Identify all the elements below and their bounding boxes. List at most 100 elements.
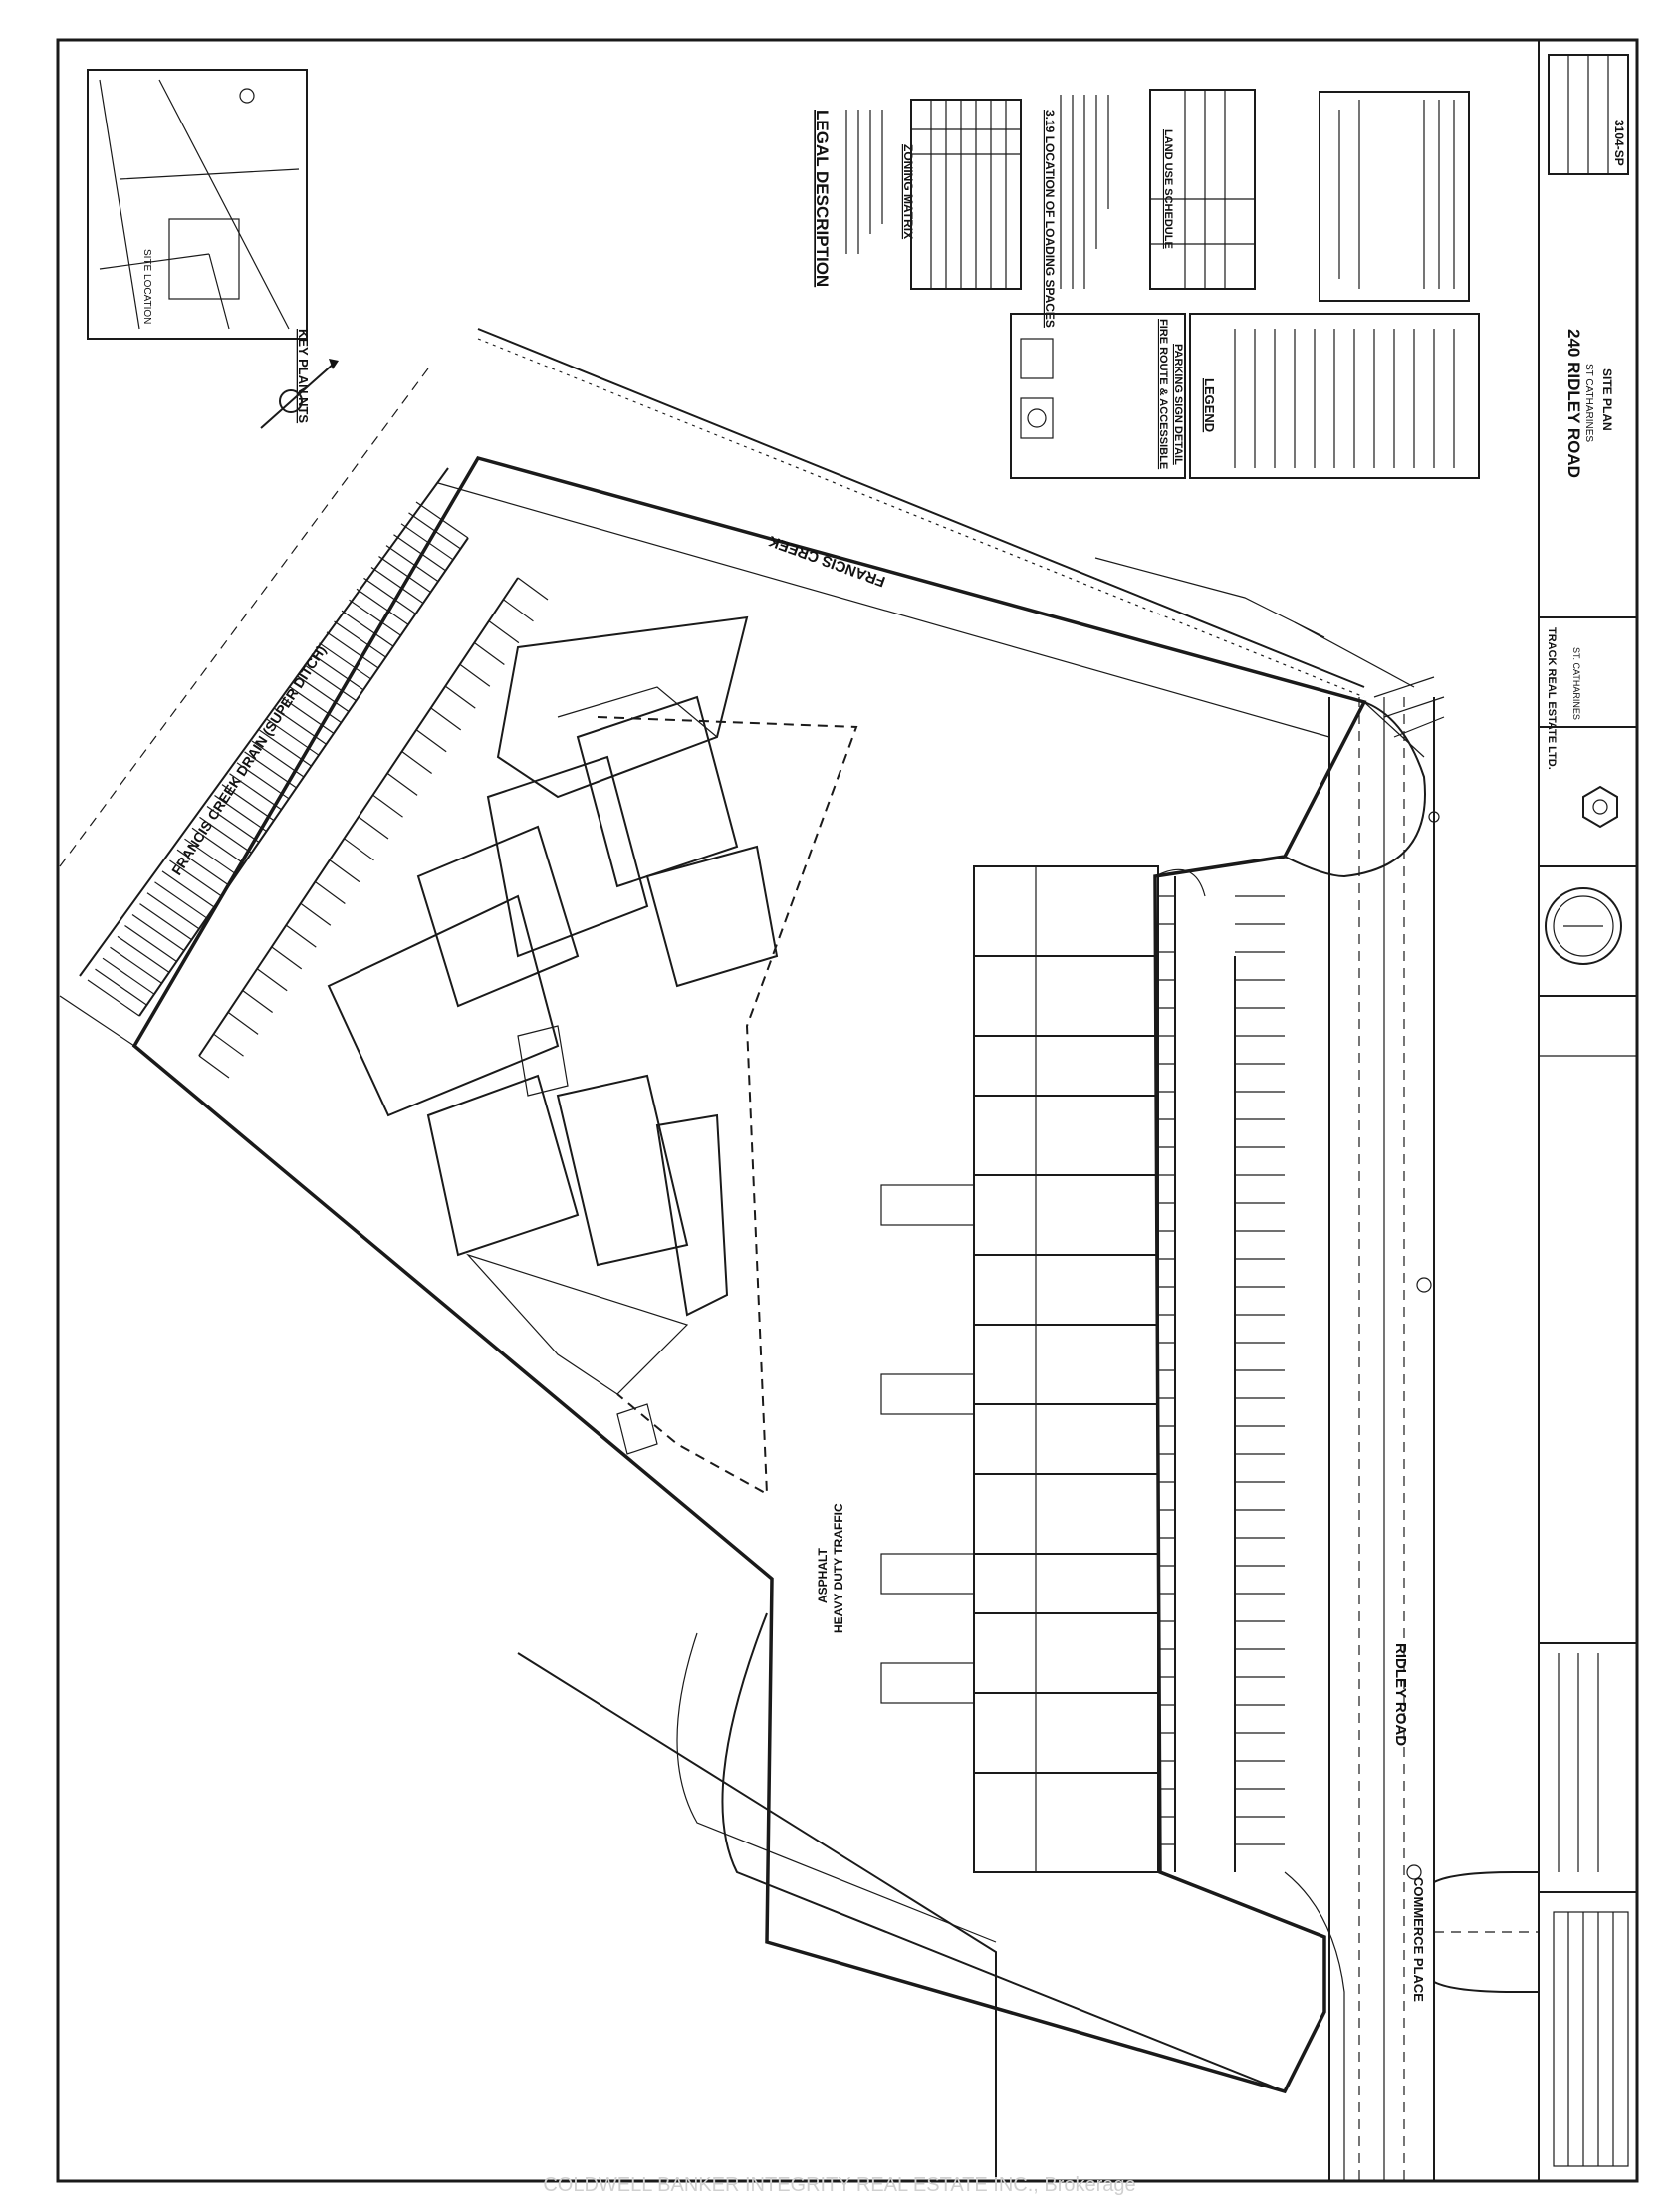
watermark: COLDWELL BANKER INTEGRITY REAL ESTATE IN… bbox=[543, 2174, 1135, 2196]
zoning-matrix: ZONING MATRIX bbox=[901, 99, 1022, 290]
asphalt-ramp bbox=[880, 1553, 975, 1595]
parking-stall-line bbox=[311, 653, 364, 691]
parking-stall-line bbox=[319, 642, 371, 680]
parking-stall-line bbox=[251, 740, 305, 778]
commerce-place: COMMERCE PLACE bbox=[1411, 1871, 1539, 2002]
legend-title: LEGEND bbox=[1202, 378, 1217, 432]
parking-stall-line bbox=[304, 664, 357, 702]
parking-stall-line bbox=[401, 751, 432, 775]
asphalt-ramp bbox=[880, 1184, 975, 1226]
parking-stall-line bbox=[221, 784, 275, 822]
engineer-seal-icon bbox=[1545, 887, 1622, 965]
parking-stall-line bbox=[341, 610, 394, 647]
parking-stall-line bbox=[191, 827, 245, 864]
east-building-units bbox=[974, 866, 1158, 1872]
parking-stall-line bbox=[385, 545, 439, 583]
parking-stall-line bbox=[517, 577, 549, 601]
parking-stall-line bbox=[274, 707, 327, 745]
parking-stall-line bbox=[146, 892, 200, 930]
parking-stall-line bbox=[236, 762, 290, 800]
parking-stall-line bbox=[474, 641, 505, 665]
parking-stall-line bbox=[349, 599, 401, 636]
francis-creek-banks: FRANCIS CREEK bbox=[477, 328, 1415, 698]
parking-stall-line bbox=[117, 935, 170, 973]
parking-stall-line bbox=[503, 599, 534, 622]
parking-stall-line bbox=[198, 1055, 230, 1079]
title-block: 3104-SP 240 RIDLEY ROAD ST CATHARINES SI… bbox=[1539, 54, 1637, 2167]
drain-parking-stalls bbox=[87, 501, 549, 1079]
parking-stall-line bbox=[344, 838, 374, 861]
south-access-road bbox=[676, 1612, 1345, 2181]
drawing-number: 3104-SP bbox=[1612, 120, 1626, 166]
north-arrow-icon bbox=[260, 359, 339, 429]
parking-stall-line bbox=[386, 772, 418, 796]
loading-spaces-note: 3.19 LOCATION OF LOADING SPACES bbox=[1043, 95, 1109, 328]
parking-stall-line bbox=[326, 631, 379, 669]
parking-stall-line bbox=[488, 620, 520, 644]
parking-stall-line bbox=[415, 501, 469, 539]
key-plan: KEY PLAN NTS SITE LOCATION bbox=[87, 69, 311, 423]
parking-stall-line bbox=[378, 556, 431, 594]
parking-stall-line bbox=[296, 675, 350, 713]
east-parking-stalls bbox=[1158, 895, 1285, 1845]
parking-stall-line bbox=[430, 707, 462, 731]
parking-stall-line bbox=[124, 924, 177, 962]
heavy-duty-label: HEAVY DUTY TRAFFIC bbox=[832, 1503, 845, 1633]
parking-stall-line bbox=[393, 534, 446, 572]
parking-stall-line bbox=[329, 859, 360, 883]
asphalt-ramps bbox=[880, 1184, 975, 1704]
project-city: ST CATHARINES bbox=[1583, 364, 1594, 442]
parking-stall-line bbox=[154, 881, 207, 919]
parking-stall-line bbox=[169, 859, 222, 897]
parking-stall-line bbox=[408, 512, 461, 550]
parking-stall-line bbox=[285, 924, 317, 948]
parking-stall-line bbox=[300, 902, 332, 926]
client-city: ST. CATHARINES bbox=[1571, 647, 1581, 720]
parking-stall-line bbox=[289, 685, 342, 723]
parking-stall-line bbox=[199, 816, 252, 854]
drawing-title: SITE PLAN bbox=[1600, 368, 1614, 431]
parking-stall-line bbox=[334, 620, 386, 658]
drain-corridor: FRANCIS CREEK DRAIN (SUPER DITCH) bbox=[59, 368, 449, 977]
east-building bbox=[973, 865, 1159, 1873]
building-north-cluster bbox=[327, 615, 779, 1117]
parking-stall-line bbox=[444, 685, 476, 709]
sign-detail-title-2: PARKING SIGN DETAIL bbox=[1172, 344, 1184, 465]
parking-stall-line bbox=[415, 729, 447, 753]
zoning-matrix-title: ZONING MATRIX bbox=[901, 144, 915, 239]
land-use-schedule: LAND USE SCHEDULE bbox=[1149, 89, 1256, 290]
asphalt-label: ASPHALT bbox=[816, 1548, 830, 1603]
project-title: 240 RIDLEY ROAD bbox=[1564, 329, 1583, 478]
parking-stall-line bbox=[206, 805, 260, 843]
parking-stall-line bbox=[266, 718, 320, 756]
parking-stall-line bbox=[213, 1033, 244, 1057]
site-entrance-loop bbox=[1284, 701, 1440, 1880]
parking-stall-line bbox=[315, 880, 346, 904]
parking-stall-line bbox=[372, 794, 403, 818]
parking-stall-line bbox=[102, 957, 155, 995]
creek-culvert-hatch bbox=[1373, 676, 1445, 738]
parking-stall-line bbox=[244, 751, 297, 789]
parking-stall-line bbox=[227, 1011, 259, 1035]
land-use-title: LAND USE SCHEDULE bbox=[1162, 129, 1174, 249]
parking-stall-line bbox=[95, 968, 147, 1006]
legal-description-block: LEGAL DESCRIPTION bbox=[813, 110, 883, 287]
legal-description-title: LEGAL DESCRIPTION bbox=[813, 110, 832, 287]
city-approval-box bbox=[1319, 91, 1470, 302]
sheet-border bbox=[56, 38, 1639, 2183]
ridley-road-label: RIDLEY ROAD bbox=[1392, 1643, 1409, 1746]
loading-spaces-title: 3.19 LOCATION OF LOADING SPACES bbox=[1043, 110, 1057, 328]
parking-stall-line bbox=[400, 523, 454, 561]
parking-stall-line bbox=[229, 773, 282, 811]
parking-stall-line bbox=[131, 914, 185, 952]
parking-stall-line bbox=[356, 588, 409, 625]
parking-stall-line bbox=[271, 946, 303, 970]
parking-stall-line bbox=[161, 870, 215, 908]
heavy-duty-asphalt-area bbox=[597, 716, 858, 1496]
parking-stall-line bbox=[184, 838, 237, 875]
drain-parking-row bbox=[138, 537, 519, 1057]
parking-stall-line bbox=[363, 577, 416, 614]
site-location-label: SITE LOCATION bbox=[141, 249, 152, 324]
parking-stall-line bbox=[259, 729, 312, 767]
